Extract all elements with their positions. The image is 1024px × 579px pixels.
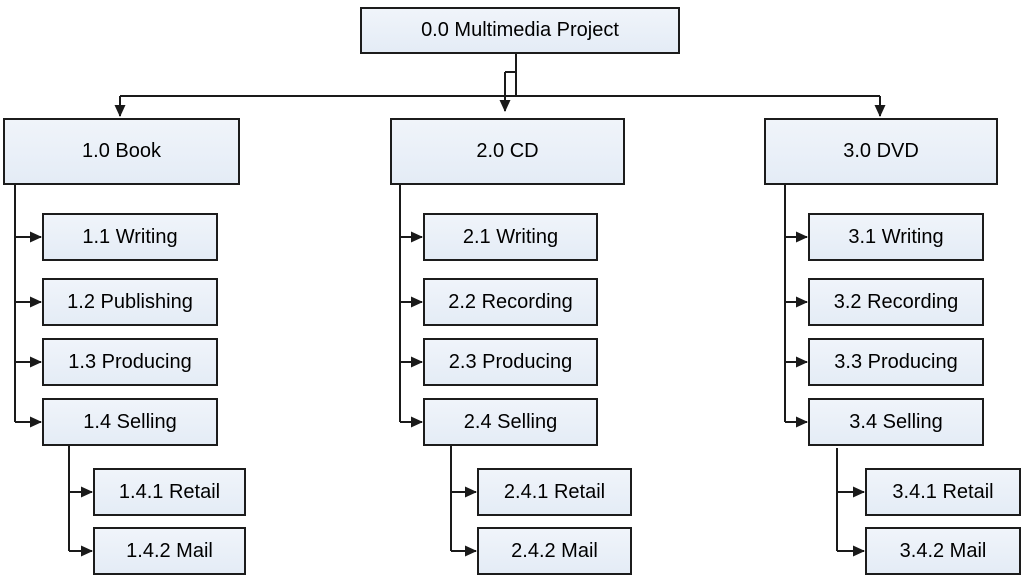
wbs-node-1-4-2: 1.4.2 Mail — [93, 527, 246, 575]
wbs-node-2-4-2: 2.4.2 Mail — [477, 527, 632, 575]
wbs-node-3-4: 3.4 Selling — [808, 398, 984, 446]
wbs-node-2-4: 2.4 Selling — [423, 398, 598, 446]
wbs-node-3-3: 3.3 Producing — [808, 338, 984, 386]
wbs-node-1-3: 1.3 Producing — [42, 338, 218, 386]
wbs-node-2-3: 2.3 Producing — [423, 338, 598, 386]
wbs-node-3-1: 3.1 Writing — [808, 213, 984, 261]
wbs-node-3-0: 3.0 DVD — [764, 118, 998, 185]
wbs-node-2-4-1: 2.4.1 Retail — [477, 468, 632, 516]
wbs-node-2-1: 2.1 Writing — [423, 213, 598, 261]
wbs-node-3-2: 3.2 Recording — [808, 278, 984, 326]
wbs-node-1-0: 1.0 Book — [3, 118, 240, 185]
wbs-node-1-2: 1.2 Publishing — [42, 278, 218, 326]
wbs-node-1-4-1: 1.4.1 Retail — [93, 468, 246, 516]
wbs-node-3-4-2: 3.4.2 Mail — [865, 527, 1021, 575]
wbs-node-2-0: 2.0 CD — [390, 118, 625, 185]
wbs-node-2-2: 2.2 Recording — [423, 278, 598, 326]
wbs-node-1-4: 1.4 Selling — [42, 398, 218, 446]
wbs-node-root: 0.0 Multimedia Project — [360, 7, 680, 54]
wbs-node-1-1: 1.1 Writing — [42, 213, 218, 261]
wbs-node-3-4-1: 3.4.1 Retail — [865, 468, 1021, 516]
